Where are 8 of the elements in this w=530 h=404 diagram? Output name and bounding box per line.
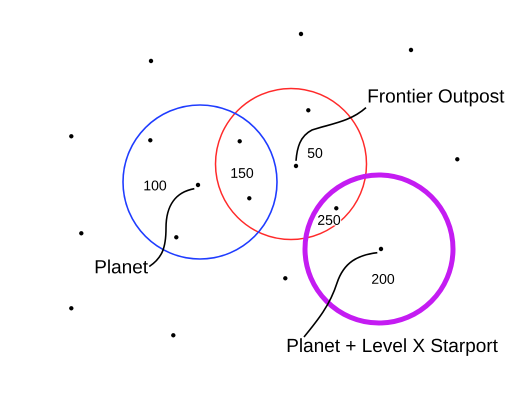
number-label: 150 <box>231 168 254 178</box>
leader-line <box>303 252 378 338</box>
callout-text: Planet <box>96 260 148 274</box>
leader-line <box>295 107 366 161</box>
callout-text: Frontier Outpost <box>368 88 504 106</box>
callout-text: Planet + Level X Starport <box>288 338 498 356</box>
leader-line <box>148 188 194 268</box>
number-label: 250 <box>316 214 342 226</box>
